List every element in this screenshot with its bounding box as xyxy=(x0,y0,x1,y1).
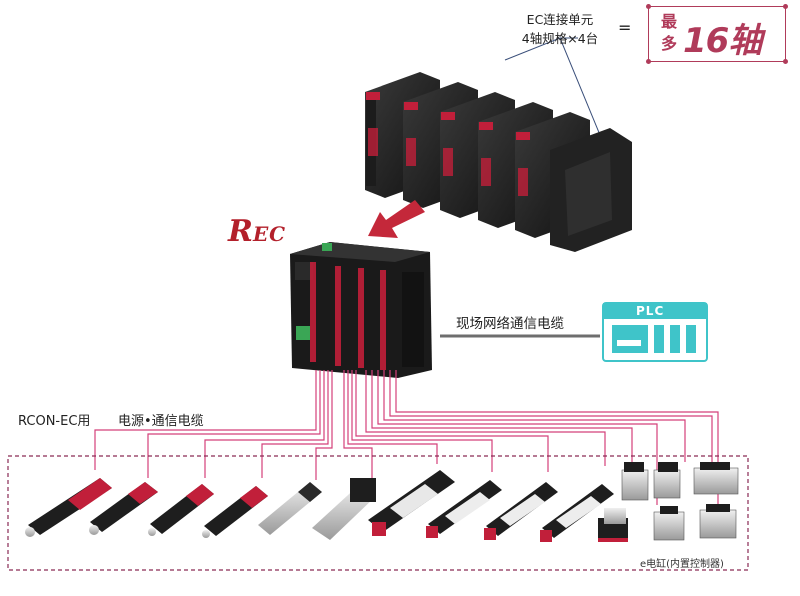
ec-end-cap xyxy=(550,128,632,252)
rod-actuator-silver-1 xyxy=(258,482,322,535)
rod-actuator-4 xyxy=(202,486,268,538)
ecylinder-label: e电缸(内置控制器) xyxy=(640,559,724,570)
insert-arrow xyxy=(368,200,425,238)
rod-actuator-silver-2 xyxy=(312,478,376,540)
ec-unit-label-line2: 4轴规格×4台 xyxy=(521,31,599,46)
rotary-2 xyxy=(653,506,685,541)
rod-actuator-1 xyxy=(25,478,112,537)
rotary-1 xyxy=(653,462,681,499)
slider-actuator-2 xyxy=(426,480,502,538)
plc-label: PLC xyxy=(636,304,665,318)
rec-logo-ec: EC xyxy=(252,222,287,246)
field-network-label: 现场网络通信电缆 xyxy=(456,316,564,332)
ec-unit-stack xyxy=(365,72,632,252)
rec-controller xyxy=(290,242,432,378)
ec-unit-label: EC连接单元 4轴规格×4台 xyxy=(505,10,615,48)
equals-sign: = xyxy=(618,18,632,37)
rod-actuator-2 xyxy=(89,482,158,535)
bracket-lines xyxy=(504,37,601,136)
rec-logo: REC xyxy=(228,214,286,249)
badge-main: 16轴 xyxy=(683,21,762,61)
gripper-3 xyxy=(693,462,739,495)
gripper-2 xyxy=(598,508,628,542)
slider-actuator-3 xyxy=(484,482,558,540)
actuator-row xyxy=(25,462,739,542)
gripper-1 xyxy=(621,462,649,501)
slider-actuator-1 xyxy=(368,470,455,536)
plc-unit xyxy=(602,302,708,362)
rcon-label: RCON-EC用 xyxy=(18,414,91,429)
max-axes-badge: 最多 16轴 xyxy=(646,4,788,64)
badge-prefix: 最多 xyxy=(661,12,678,53)
ec-unit-label-line1: EC连接单元 xyxy=(526,12,594,27)
rod-actuator-3 xyxy=(148,484,214,536)
rec-logo-r: R xyxy=(228,214,253,249)
slider-actuator-4 xyxy=(540,484,614,542)
power-comm-label: 电源•通信电缆 xyxy=(118,414,204,429)
gripper-4 xyxy=(699,504,737,539)
